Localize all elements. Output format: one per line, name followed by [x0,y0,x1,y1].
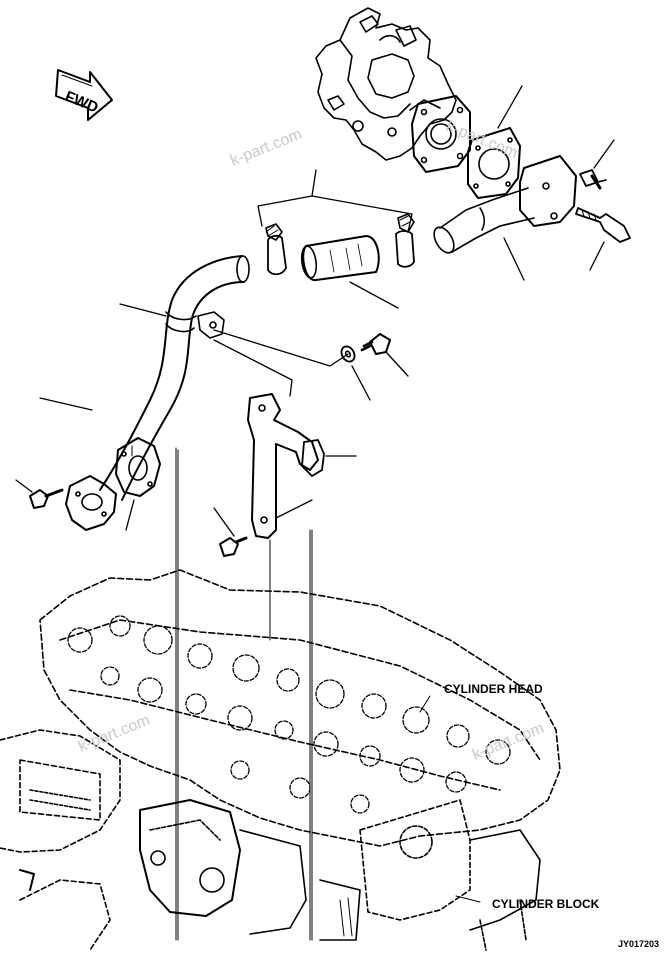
pump-assembly [315,7,471,173]
leader-line-group [257,169,413,233]
drawing-number: JY017203 [618,939,660,949]
leader-line [503,237,525,281]
fwd-label: FWD [63,88,101,117]
leader-line [497,85,523,129]
hose-clamp-left [265,223,287,276]
gasket-upper-right [467,127,521,199]
bolt-lower-left [29,488,64,509]
bolt-upper-right-1 [579,169,607,190]
gasket-lower [115,437,161,497]
cylinder-head-ports [67,615,511,814]
fwd-arrow-icon: FWD [55,69,113,121]
bolt-mid [360,333,391,355]
bolt-upper-right-2 [575,207,631,243]
projection-lines [131,445,313,941]
leader-line [455,895,481,903]
leader-line [419,695,431,713]
cylinder-block [0,729,541,951]
connector-hose [300,235,380,281]
water-hose-bent [65,255,250,531]
bracket [247,393,325,539]
cylinder-head-label: CYLINDER HEAD [444,682,543,696]
cylinder-block-label: CYLINDER BLOCK [492,897,600,911]
hose-clamp-right [395,213,415,268]
cylinder-head [39,569,561,847]
bolt-lower-mid [219,536,248,557]
water-pipe-upper [433,155,577,254]
